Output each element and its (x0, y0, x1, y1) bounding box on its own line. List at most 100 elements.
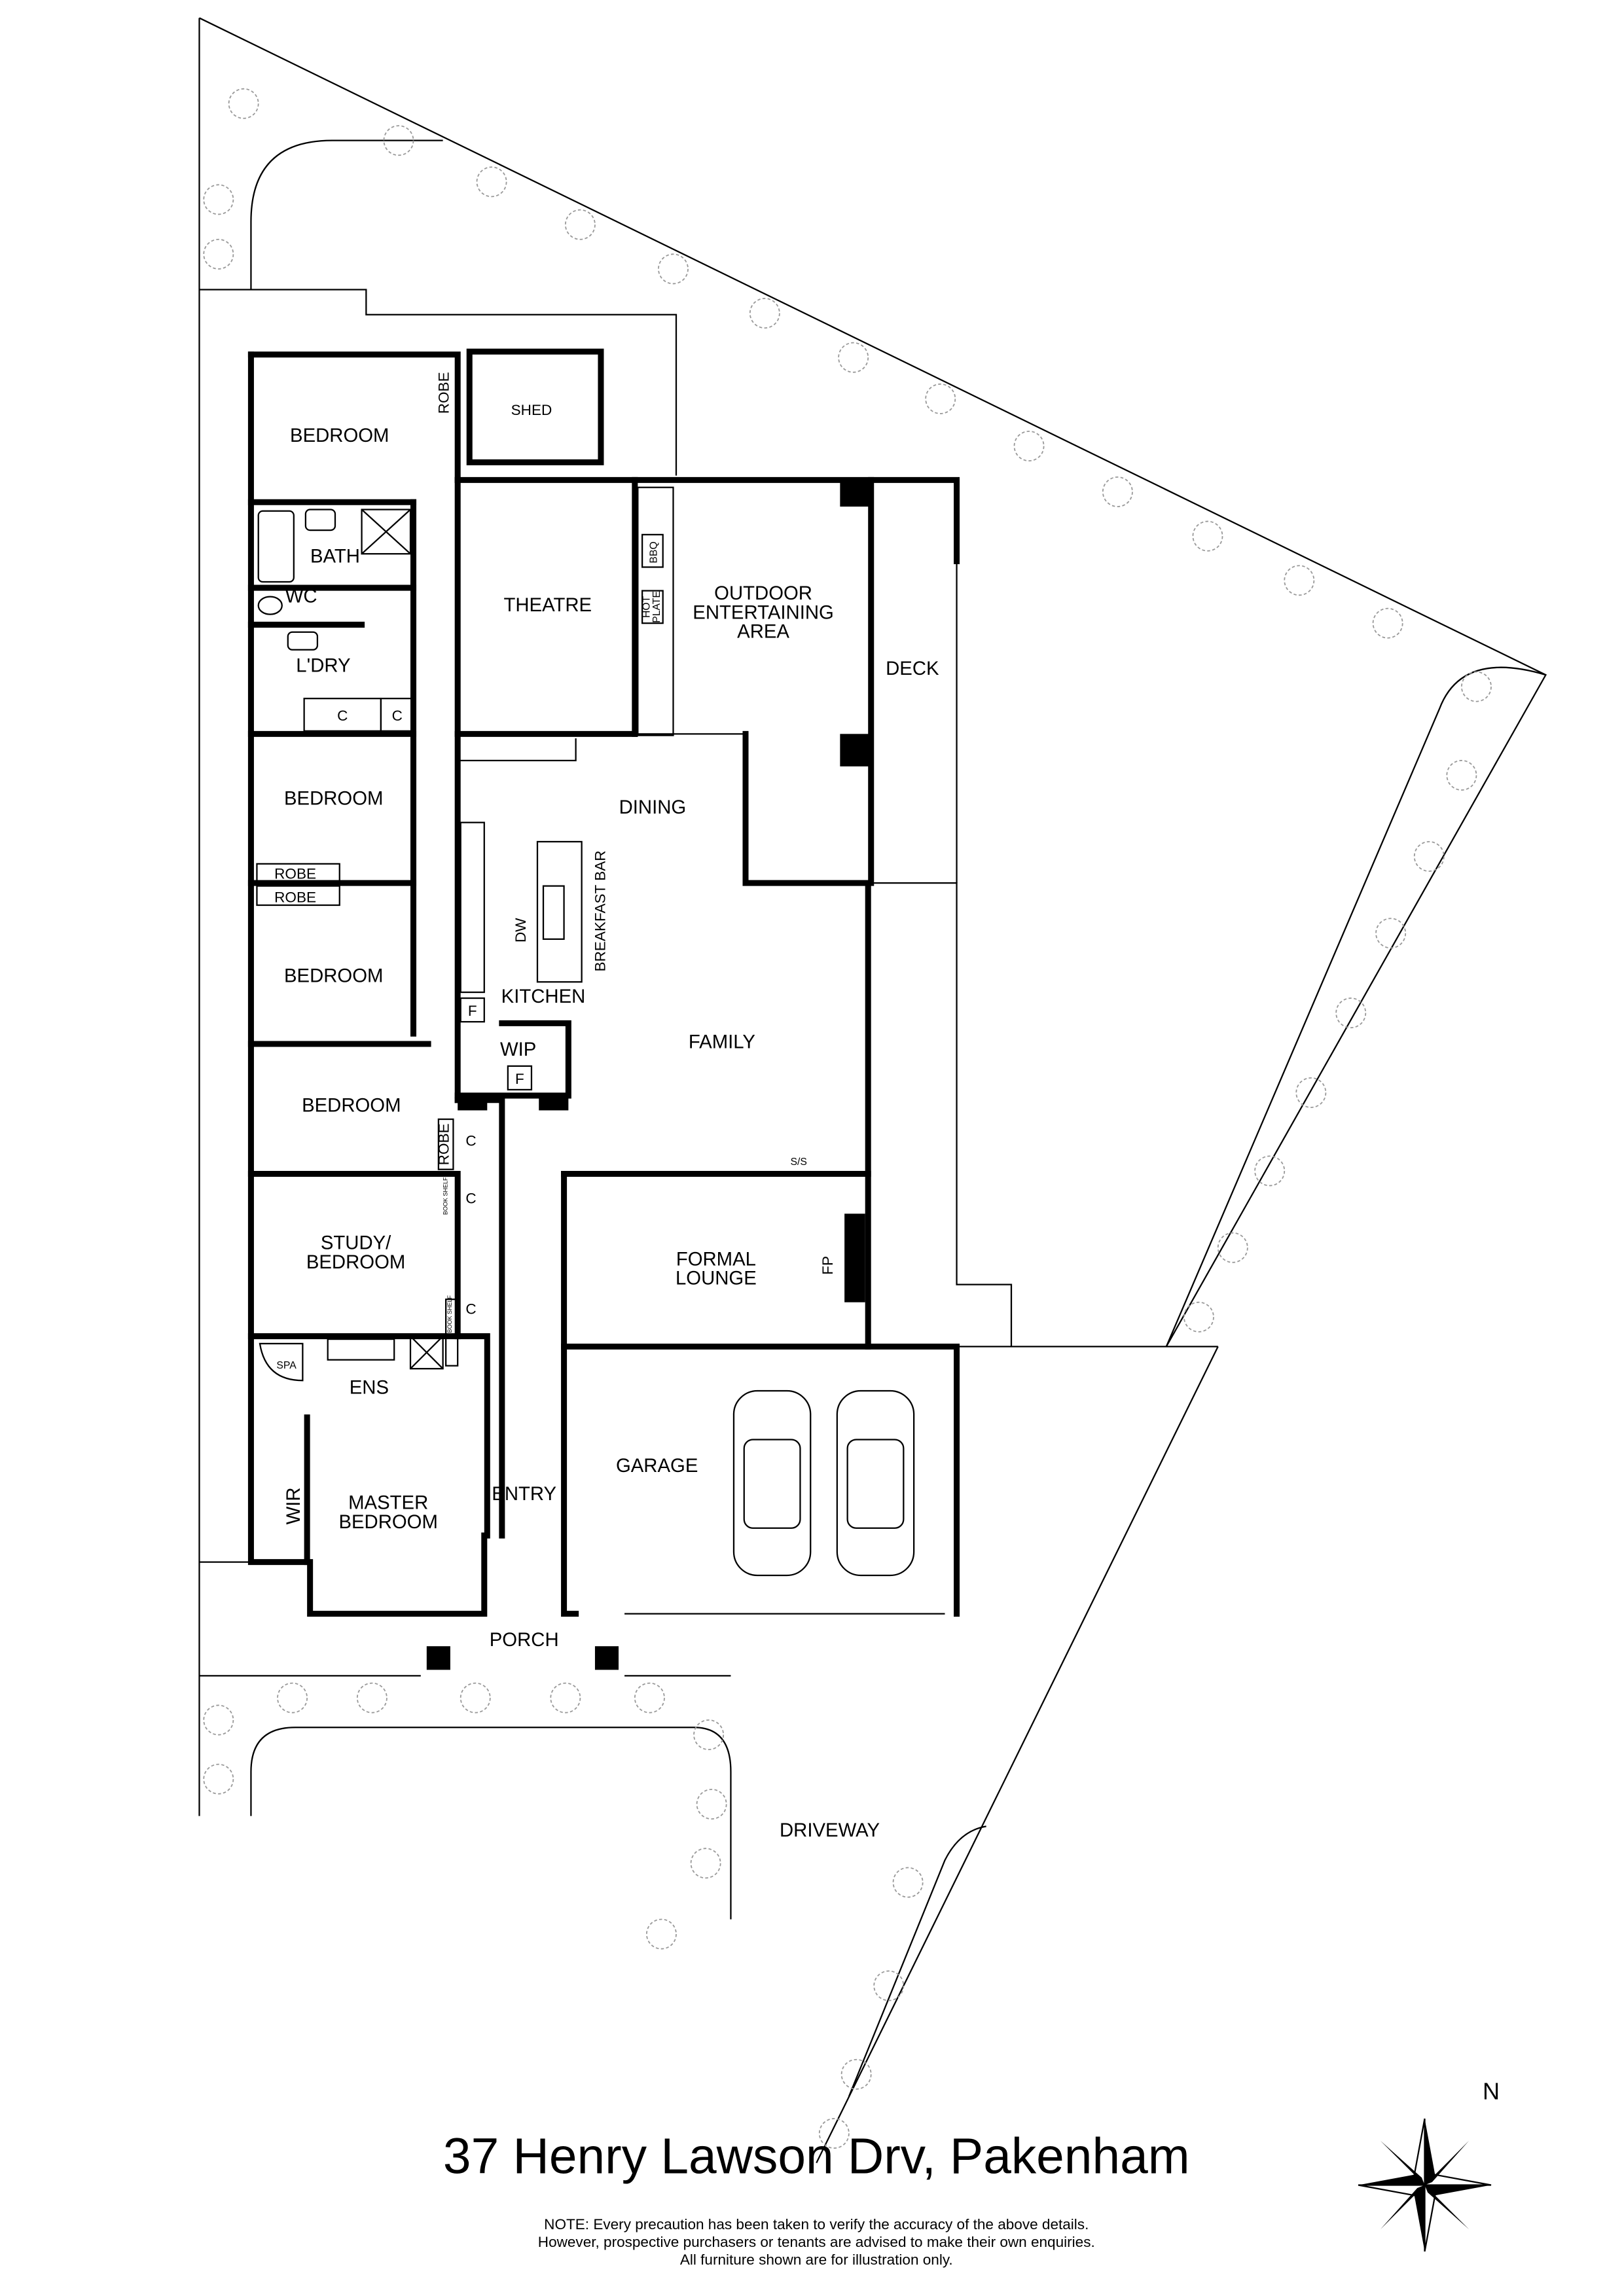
room-label-ensuite: ENS (350, 1377, 389, 1399)
tree-icon (476, 166, 507, 198)
disclaimer-note: All furniture shown are for illustration… (680, 2251, 953, 2268)
label-fridge: F (468, 1003, 477, 1019)
tree-icon (383, 125, 414, 156)
tree-icon (550, 1682, 581, 1713)
tree-icon (749, 298, 780, 329)
tree-icon (693, 1719, 725, 1750)
tree-icon (203, 1763, 234, 1795)
car-icon (836, 1390, 915, 1577)
room-label-family: FAMILY (689, 1031, 755, 1053)
wall-block (539, 1095, 569, 1111)
room-label-outdoor: OUTDOOR (714, 583, 812, 604)
fireplace (844, 1213, 865, 1302)
room-label-bath: BATH (310, 546, 360, 567)
tree-icon (1375, 918, 1407, 949)
tree-icon (838, 342, 869, 373)
label-robe: ROBE (274, 865, 316, 882)
tree-icon (873, 1970, 905, 2001)
room-label-garage: GARAGE (616, 1455, 698, 1477)
tree-icon (690, 1848, 721, 1879)
tree-icon (925, 383, 956, 414)
pillar (840, 480, 873, 507)
tree-icon (203, 184, 234, 215)
tree-icon (1446, 760, 1477, 791)
pillar (594, 1646, 619, 1670)
room-label-bedroom: BEDROOM (302, 1095, 401, 1117)
tree-icon (277, 1682, 308, 1713)
label-bbq: BBQ (649, 541, 660, 563)
label-driveway: DRIVEWAY (780, 1820, 880, 1841)
room-label-shed: SHED (511, 402, 552, 418)
label-robe: ROBE (274, 889, 316, 905)
tree-icon (658, 253, 689, 285)
tree-icon (203, 1704, 234, 1736)
label-cupboard: C (392, 708, 403, 724)
tree-icon (645, 1918, 677, 1950)
tree-icon (1192, 520, 1223, 552)
tree-icon (1284, 565, 1315, 596)
shed (466, 348, 604, 465)
tree-icon (1295, 1077, 1327, 1108)
tree-icon (818, 2118, 850, 2149)
compass-north-label: N (1483, 2078, 1500, 2105)
label-fridge: F (515, 1071, 524, 1087)
room-label-porch: PORCH (490, 1629, 559, 1651)
property-address: 37 Henry Lawson Drv, Pakenham (443, 2128, 1190, 2184)
tree-icon (356, 1682, 388, 1713)
disclaimer-note: NOTE: Every precaution has been taken to… (544, 2216, 1089, 2233)
garden-trees (203, 88, 1492, 2149)
room-label-laundry: L'DRY (296, 655, 350, 677)
label-ss: S/S (790, 1157, 806, 1168)
label-robe: ROBE (436, 1123, 452, 1165)
label-cupboard: C (465, 1191, 476, 1207)
room-label-formal-lounge: LOUNGE (676, 1268, 757, 1289)
label-cupboard: C (465, 1133, 476, 1149)
label-robe: ROBE (436, 372, 452, 414)
label-book-shelf: BOOK SHELF (442, 1177, 448, 1215)
tree-icon (228, 88, 259, 119)
fixtures (257, 486, 674, 1382)
label-fireplace: FP (820, 1256, 836, 1275)
compass-icon (1358, 2118, 1492, 2252)
disclaimer-note: However, prospective purchasers or tenan… (538, 2234, 1095, 2250)
tree-icon (840, 2058, 872, 2090)
room-label-wir: WIR (283, 1487, 304, 1524)
tree-icon (892, 1867, 924, 1898)
car-icon (732, 1390, 812, 1577)
tree-icon (564, 209, 596, 240)
wall-block (458, 1095, 488, 1111)
room-label-study: STUDY/ (321, 1232, 391, 1253)
label-book-shelf: BOOK SHELF (446, 1295, 453, 1333)
tree-icon (634, 1682, 665, 1713)
room-label-theatre: THEATRE (503, 594, 592, 616)
room-label-outdoor: ENTERTAINING (693, 601, 834, 623)
room-label-entry: ENTRY (492, 1483, 556, 1505)
label-hotplate: PLATE (651, 591, 662, 623)
room-label-bedroom: BEDROOM (290, 425, 389, 446)
room-label-bedroom: BEDROOM (284, 788, 383, 810)
tree-icon (1372, 607, 1403, 639)
pillar (426, 1646, 450, 1670)
label-dishwasher: DW (513, 918, 529, 942)
tree-icon (1460, 671, 1492, 702)
tree-icon (1254, 1155, 1286, 1187)
room-label-bedroom: BEDROOM (284, 965, 383, 986)
lot-boundary (198, 17, 1547, 2164)
pillar (840, 734, 873, 766)
label-cupboard: C (337, 708, 348, 724)
tree-icon (203, 238, 234, 270)
label-breakfast-bar: BREAKFAST BAR (592, 850, 609, 971)
room-label-formal-lounge: FORMAL (676, 1248, 756, 1270)
label-cupboard: C (465, 1301, 476, 1318)
room-label-study: BEDROOM (306, 1251, 405, 1273)
room-label-wip: WIP (500, 1039, 536, 1060)
tree-icon (1013, 431, 1045, 461)
label-hotplate: HOT (641, 596, 652, 618)
tree-icon (1102, 476, 1133, 507)
room-label-dining: DINING (619, 797, 687, 818)
tree-icon (1413, 841, 1445, 872)
room-label-master-bedroom: MASTER (348, 1492, 428, 1513)
tree-icon (1183, 1301, 1214, 1333)
tree-icon (460, 1682, 491, 1713)
